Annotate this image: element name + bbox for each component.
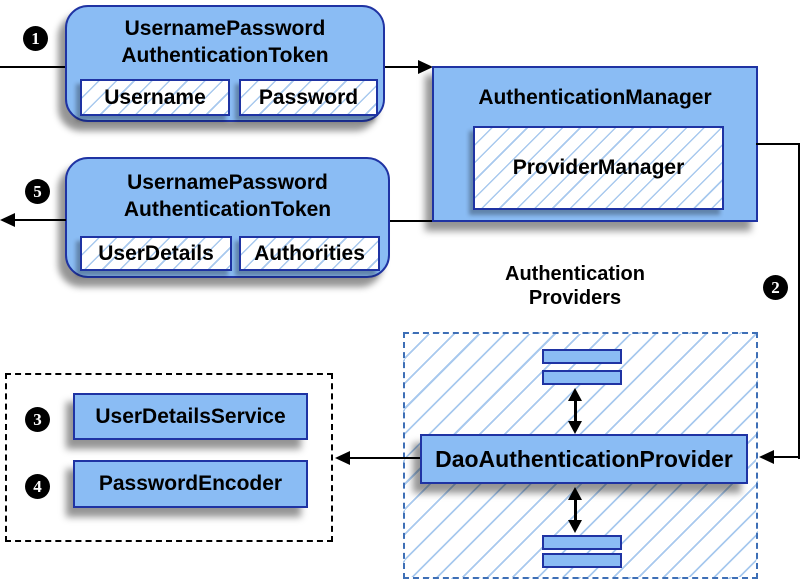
arrow-stem — [573, 500, 577, 520]
arrowhead-down-icon — [568, 421, 582, 434]
arrowhead-right-icon — [418, 60, 433, 74]
connector-step2-bottom-line — [774, 456, 800, 458]
services-group-box — [5, 373, 333, 542]
step-3-badge: 3 — [25, 407, 50, 432]
request-token-title: UsernamePassword AuthenticationToken — [67, 15, 383, 69]
user-details-field-box: UserDetails — [80, 236, 232, 271]
connector-manager-to-result-line — [390, 220, 432, 222]
connector-step2-vertical-line — [798, 143, 800, 459]
bidirectional-arrow-icon — [568, 388, 582, 434]
result-token-title-line2: AuthenticationToken — [123, 198, 332, 221]
step-5-badge: 5 — [25, 179, 50, 204]
arrowhead-down-icon — [568, 520, 582, 533]
step-2-badge: 2 — [763, 275, 788, 300]
step-4-badge: 4 — [25, 474, 50, 499]
arrowhead-left-icon — [335, 451, 350, 465]
request-token-title-line1: UsernamePassword — [124, 17, 326, 40]
dao-authentication-provider-box: DaoAuthenticationProvider — [420, 434, 748, 484]
authentication-manager-title: AuthenticationManager — [478, 86, 712, 109]
arrowhead-left-icon — [759, 450, 774, 464]
arrow-stem — [573, 401, 577, 421]
password-field-box: Password — [239, 79, 378, 116]
connector-token-to-manager-line — [385, 66, 419, 68]
result-token-title: UsernamePassword AuthenticationToken — [67, 169, 388, 223]
username-field-box: Username — [80, 79, 230, 116]
connector-step5-outbound-line — [13, 219, 66, 221]
request-token-title-line2: AuthenticationToken — [121, 44, 329, 67]
authorities-field-box: Authorities — [239, 236, 380, 271]
connector-provider-to-services-line — [348, 457, 420, 459]
provider-stack-bar — [542, 535, 622, 550]
authentication-providers-label-line1: Authentication — [505, 263, 645, 285]
provider-stack-bar — [542, 553, 622, 568]
provider-stack-bar — [542, 349, 622, 364]
arrowhead-up-icon — [568, 388, 582, 401]
result-token-box: UsernamePassword AuthenticationToken Use… — [65, 157, 390, 278]
authentication-providers-label-line2: Providers — [528, 287, 622, 309]
provider-manager-box: ProviderManager — [473, 126, 724, 210]
password-encoder-box: PasswordEncoder — [73, 460, 308, 508]
user-details-service-box: UserDetailsService — [73, 393, 308, 440]
request-token-box: UsernamePassword AuthenticationToken Use… — [65, 5, 385, 122]
connector-step1-inbound-line — [0, 66, 66, 68]
connector-step2-top-line — [756, 143, 800, 145]
result-token-title-line1: UsernamePassword — [127, 171, 328, 194]
arrowhead-up-icon — [568, 487, 582, 500]
authentication-providers-label: Authentication Providers — [455, 262, 695, 310]
arrowhead-left-icon — [0, 213, 15, 227]
provider-stack-bar — [542, 370, 622, 385]
bidirectional-arrow-icon — [568, 487, 582, 533]
step-1-badge: 1 — [23, 26, 48, 51]
authentication-manager-box: AuthenticationManager ProviderManager — [432, 66, 758, 222]
